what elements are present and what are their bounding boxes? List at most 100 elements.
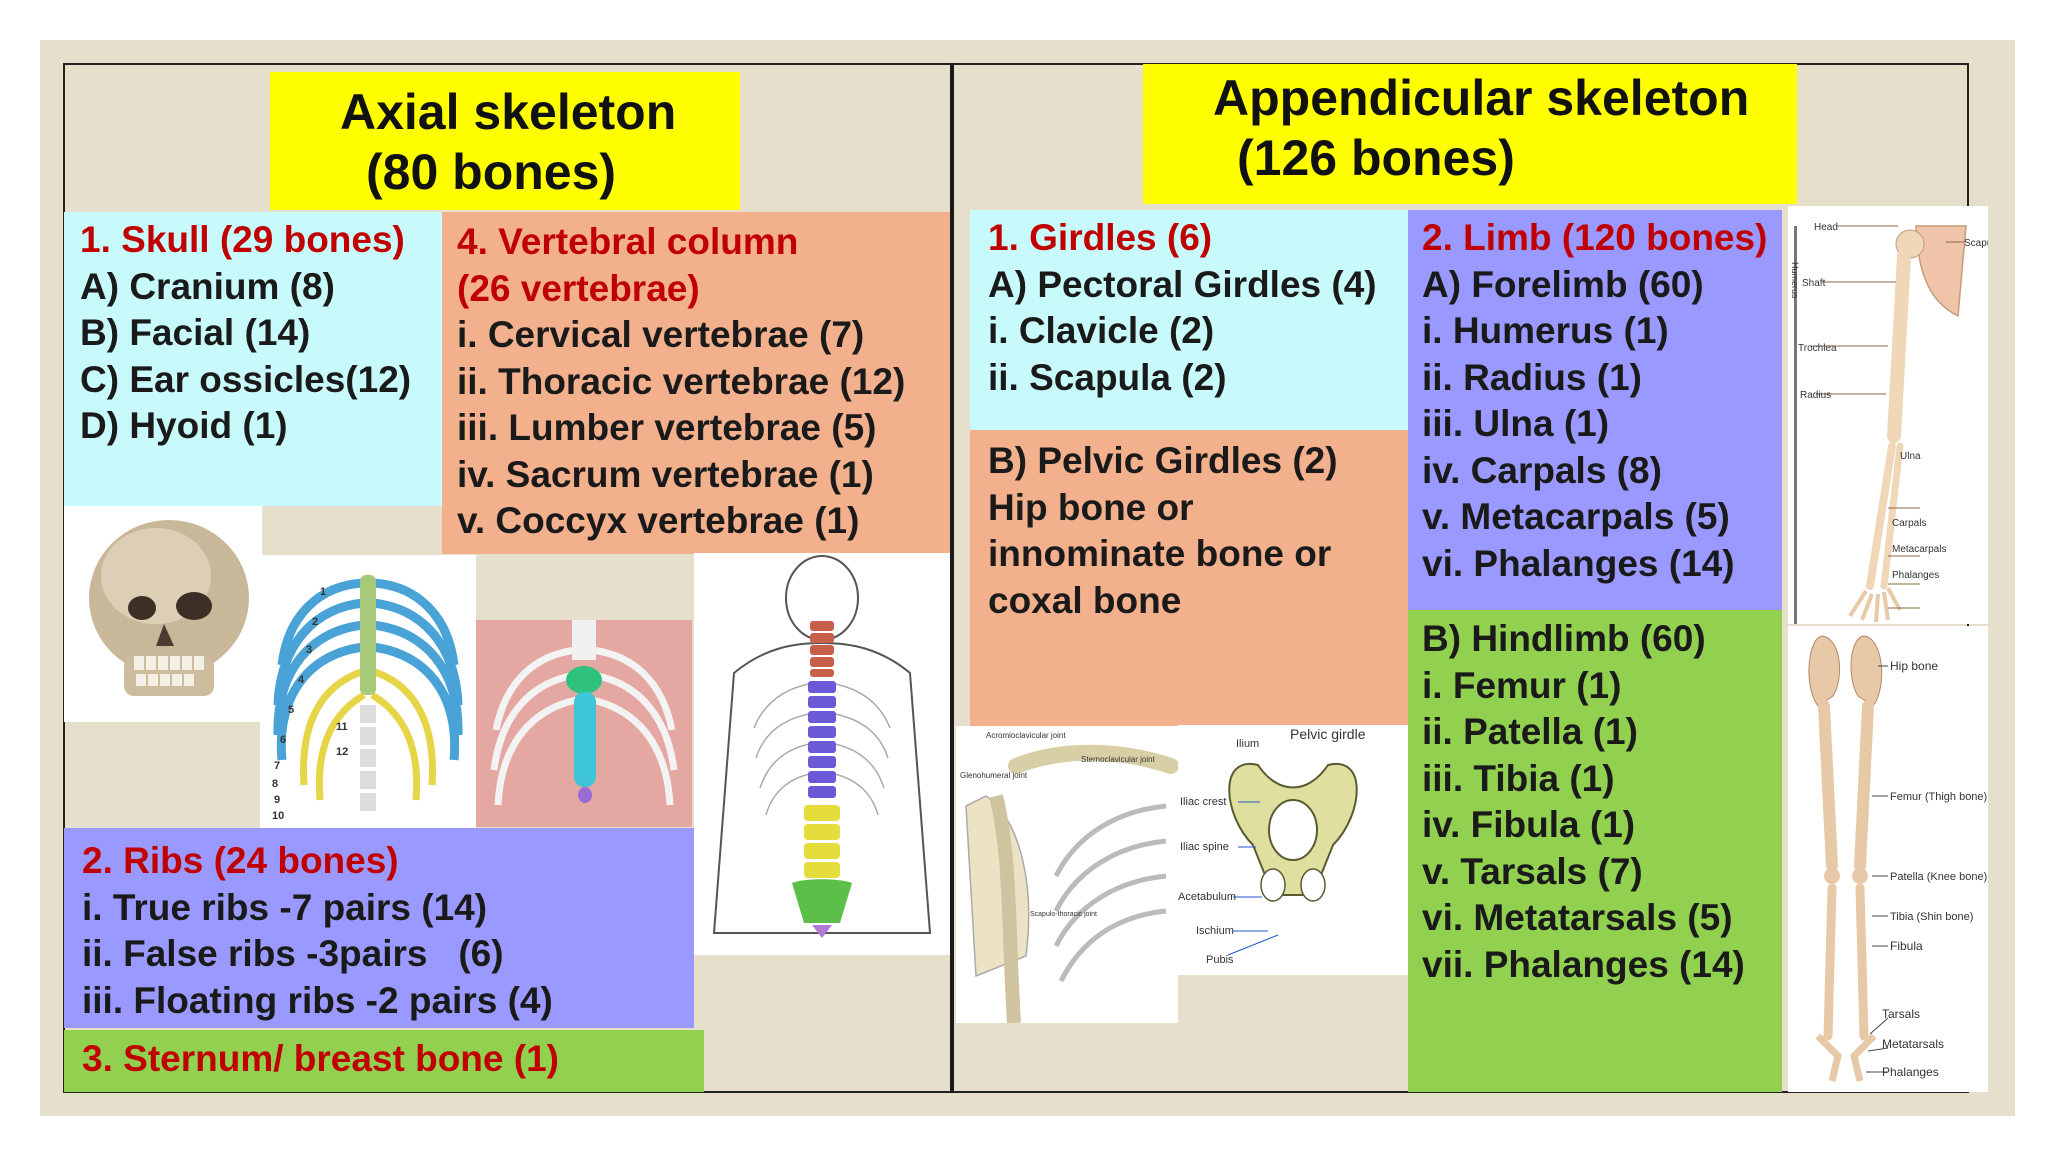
arm-ulna-label: Ulna xyxy=(1900,451,1921,462)
sternoclavicular-label: Sternoclavicular joint xyxy=(1081,755,1156,764)
vertebral-item: v. Coccyx vertebrae (1) xyxy=(457,500,860,541)
hindlimb-item: iii. Tibia (1) xyxy=(1422,757,1615,799)
vertebral-item: iii. Lumber vertebrae (5) xyxy=(457,407,877,448)
leg-fibula-label: Fibula xyxy=(1890,939,1923,953)
sternum-image xyxy=(476,620,692,827)
leg-tarsals-label: Tarsals xyxy=(1882,1007,1920,1021)
glenohumeral-label: Glenohumeral joint xyxy=(960,771,1028,780)
pelvis-title-label: Pelvic girdle xyxy=(1290,726,1366,742)
rib-number: 3 xyxy=(306,644,312,656)
limb-heading: 2. Limb (120 bones) xyxy=(1422,217,1768,258)
rib-number: 11 xyxy=(336,721,348,733)
rib-number: 9 xyxy=(274,794,280,806)
girdles-item: ii. Scapula (2) xyxy=(988,356,1227,398)
hindlimb-item: vii. Phalanges (14) xyxy=(1422,943,1745,985)
acromioclavicular-label: Acromioclavicular joint xyxy=(986,731,1066,740)
hindlimb-item: i. Femur (1) xyxy=(1422,664,1622,706)
girdles-item: A) Pectoral Girdles (4) xyxy=(988,263,1377,305)
leg-phalanges-label: Phalanges xyxy=(1882,1065,1939,1079)
axial-title: Axial skeleton (80 bones) xyxy=(270,72,740,210)
pelvic-item: Hip bone or xyxy=(988,486,1194,528)
skull-item: B) Facial (14) xyxy=(80,312,311,353)
ribs-item: i. True ribs -7 pairs (14) xyxy=(82,886,488,928)
vertebral-column-image xyxy=(694,553,950,955)
limb-item: vi. Phalanges (14) xyxy=(1422,542,1735,584)
hindlimb-item: B) Hindlimb (60) xyxy=(1422,618,1706,659)
vertebral-subheading: (26 vertebrae) xyxy=(457,267,700,309)
arm-head-label: Head xyxy=(1814,222,1838,233)
vertebral-item: i. Cervical vertebrae (7) xyxy=(457,314,865,355)
skull-box: 1. Skull (29 bones) A) Cranium (8) B) Fa… xyxy=(64,212,442,506)
leg-hip-label: Hip bone xyxy=(1890,659,1938,673)
arm-trochlea-label: Trochlea xyxy=(1798,343,1837,354)
arm-humerus-label: Humerus xyxy=(1790,262,1800,299)
skull-item: D) Hyoid (1) xyxy=(80,405,288,446)
appendicular-title-line1: Appendicular skeleton xyxy=(1213,70,1750,126)
limb-item: iv. Carpals (8) xyxy=(1422,449,1662,491)
iliac-spine-label: Iliac spine xyxy=(1180,841,1229,853)
pelvis-image: Ilium Iliac crest Iliac spine Acetabulum… xyxy=(1178,725,1408,975)
pelvic-box: B) Pelvic Girdles (2) Hip bone or innomi… xyxy=(970,430,1408,728)
ribcage-image: 1 2 3 4 5 6 7 8 9 10 11 12 xyxy=(260,555,476,828)
center-divider xyxy=(950,63,954,1093)
leg-femur-label: Femur (Thigh bone) xyxy=(1890,791,1987,803)
rib-number: 7 xyxy=(274,760,280,772)
girdles-heading: 1. Girdles (6) xyxy=(988,217,1213,258)
leg-metatarsals-label: Metatarsals xyxy=(1882,1037,1944,1051)
vertebral-heading: 4. Vertebral column xyxy=(457,221,799,262)
limb-item: i. Humerus (1) xyxy=(1422,310,1669,351)
arm-phalanges-label: Phalanges xyxy=(1892,570,1939,581)
ischium-label: Ischium xyxy=(1196,925,1234,937)
girdles-box: 1. Girdles (6) A) Pectoral Girdles (4) i… xyxy=(970,210,1408,430)
arm-radius-label: Radius xyxy=(1800,390,1831,401)
limb-item: A) Forelimb (60) xyxy=(1422,263,1704,305)
hindlimb-box: B) Hindlimb (60) i. Femur (1) ii. Patell… xyxy=(1408,610,1782,1092)
acetabulum-label: Acetabulum xyxy=(1178,891,1236,903)
girdles-item: i. Clavicle (2) xyxy=(988,310,1215,351)
ribs-item: iii. Floating ribs -2 pairs (4) xyxy=(82,979,553,1021)
sternum-heading: 3. Sternum/ breast bone (1) xyxy=(82,1038,559,1079)
arm-shaft-label: Shaft xyxy=(1802,278,1826,289)
pelvic-item: innominate bone or xyxy=(988,533,1332,574)
arm-metacarpals-label: Metacarpals xyxy=(1892,544,1946,555)
arm-carpals-label: Carpals xyxy=(1892,518,1926,529)
axial-title-line1: Axial skeleton xyxy=(340,84,677,140)
pelvic-item: coxal bone xyxy=(988,579,1182,621)
rib-number: 10 xyxy=(272,810,284,822)
vertebral-item: iv. Sacrum vertebrae (1) xyxy=(457,453,874,495)
iliac-crest-label: Iliac crest xyxy=(1180,796,1226,808)
rib-number: 6 xyxy=(280,734,286,746)
leg-patella-label: Patella (Knee bone) xyxy=(1890,871,1987,883)
limb-box: 2. Limb (120 bones) A) Forelimb (60) i. … xyxy=(1408,210,1782,610)
hindlimb-item: iv. Fibula (1) xyxy=(1422,804,1636,845)
forelimb-image: Head Scapula Shaft Humerus Trochlea Radi… xyxy=(1788,206,1988,624)
vertebral-box: 4. Vertebral column (26 vertebrae) i. Ce… xyxy=(442,212,950,554)
arm-scapula-label: Scapula xyxy=(1964,238,1988,249)
rib-number: 12 xyxy=(336,746,348,758)
scapulothoracic-label: Scapulo-thoracic joint xyxy=(1030,911,1097,918)
skull-item: A) Cranium (8) xyxy=(80,265,335,307)
rib-number: 1 xyxy=(320,586,326,598)
limb-item: v. Metacarpals (5) xyxy=(1422,496,1730,537)
appendicular-title: Appendicular skeleton (126 bones) xyxy=(1143,64,1797,204)
hindlimb-item: v. Tarsals (7) xyxy=(1422,850,1643,892)
rib-number: 4 xyxy=(298,674,305,686)
hindlimb-item: vi. Metatarsals (5) xyxy=(1422,897,1733,938)
pubis-label: Pubis xyxy=(1206,954,1234,966)
vertebral-item: ii. Thoracic vertebrae (12) xyxy=(457,360,906,402)
limb-item: iii. Ulna (1) xyxy=(1422,403,1610,444)
shoulder-girdle-image: Acromioclavicular joint Sternoclavicular… xyxy=(956,726,1178,1023)
rib-number: 2 xyxy=(312,616,318,628)
skull-heading: 1. Skull (29 bones) xyxy=(80,219,405,260)
hindlimb-image: Hip bone Femur (Thigh bone) Patella (Kne… xyxy=(1788,626,1988,1092)
ribs-box: 2. Ribs (24 bones) i. True ribs -7 pairs… xyxy=(64,828,694,1028)
skull-item: C) Ear ossicles(12) xyxy=(80,358,412,400)
ilium-label: Ilium xyxy=(1236,738,1259,750)
ribs-heading: 2. Ribs (24 bones) xyxy=(82,840,399,881)
appendicular-title-line2: (126 bones) xyxy=(1237,130,1515,186)
leg-tibia-label: Tibia (Shin bone) xyxy=(1890,911,1973,923)
limb-item: ii. Radius (1) xyxy=(1422,356,1642,398)
rib-number: 5 xyxy=(288,704,294,716)
pelvic-item: B) Pelvic Girdles (2) xyxy=(988,440,1338,481)
axial-title-line2: (80 bones) xyxy=(366,144,617,200)
